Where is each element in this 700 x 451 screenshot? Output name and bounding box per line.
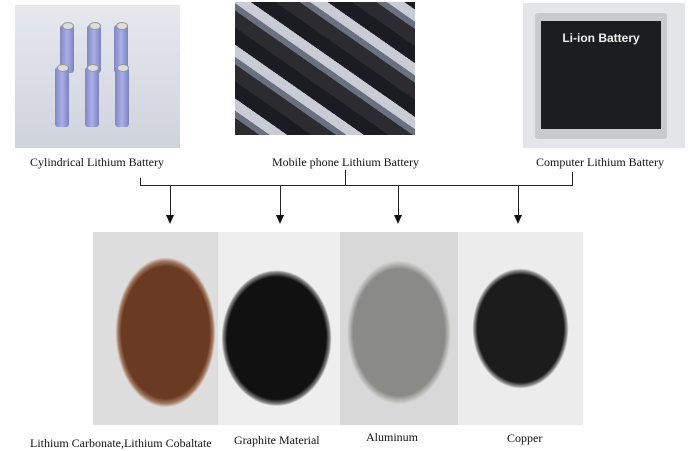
arrow-shaft xyxy=(398,186,399,216)
material-label-graphite: Graphite Material xyxy=(234,433,320,447)
source-label-mobile: Mobile phone Lithium Battery xyxy=(272,155,419,169)
arrow-down-icon xyxy=(166,215,174,224)
connector-middle xyxy=(345,170,346,186)
material-photo-lithium xyxy=(93,232,218,425)
arrow-shaft xyxy=(518,186,519,216)
material-label-copper: Copper xyxy=(507,431,543,445)
source-label-cylindrical: Cylindrical Lithium Battery xyxy=(30,155,164,169)
material-photo-aluminum xyxy=(340,232,458,425)
arrow-down-icon xyxy=(276,215,284,224)
arrow-down-icon xyxy=(514,215,522,224)
source-label-computer: Computer Lithium Battery xyxy=(536,155,664,169)
connector-horizontal xyxy=(140,185,573,186)
material-label-aluminum: Aluminum xyxy=(366,430,419,444)
material-photo-copper xyxy=(458,232,583,425)
battery-label-text: Li-ion Battery xyxy=(562,31,640,45)
material-label-lithium: Lithium Carbonate,Lithium Cobaltate xyxy=(30,436,212,450)
material-photo-graphite xyxy=(218,232,340,425)
connector-right xyxy=(572,172,573,186)
computer-battery-photo: Li-ion Battery xyxy=(523,3,685,148)
arrow-down-icon xyxy=(394,215,402,224)
cylindrical-battery-photo xyxy=(15,5,180,148)
arrow-shaft xyxy=(170,186,171,216)
mobile-battery-photo xyxy=(235,2,415,135)
connector-left xyxy=(140,178,141,186)
arrow-shaft xyxy=(280,186,281,216)
